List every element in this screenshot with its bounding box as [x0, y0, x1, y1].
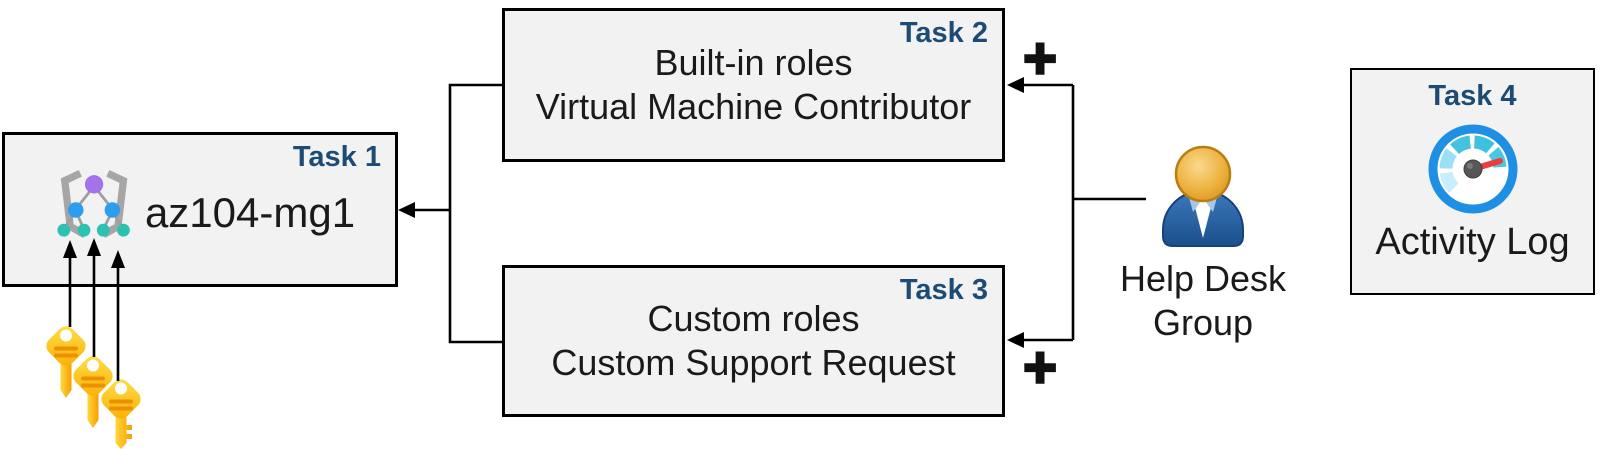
person-label-line1: Help Desk — [1119, 258, 1287, 299]
person-label: Help Desk Group — [1093, 257, 1313, 345]
task3-box: Task 3 Custom roles Custom Support Reque… — [502, 265, 1005, 417]
task1-content: az104-mg1 — [5, 135, 395, 284]
activity-log-gauge-icon — [1428, 124, 1517, 214]
task2-label: Task 2 — [899, 17, 988, 49]
task1-box: Task 1 — [2, 132, 398, 287]
plus-sign-task3: + — [1022, 333, 1058, 401]
task4-title: Activity Log — [1375, 221, 1570, 263]
task3-line2: Custom Support Request — [551, 342, 956, 383]
task2-line1: Built-in roles — [654, 42, 853, 83]
task4-box: Task 4 Activity Log — [1350, 68, 1595, 295]
task1-label: Task 1 — [292, 141, 381, 173]
task2-box: Task 2 Built-in roles Virtual Machine Co… — [502, 8, 1005, 162]
person-label-line2: Group — [1152, 302, 1254, 343]
task4-label: Task 4 — [1428, 80, 1517, 112]
task3-content: Custom roles Custom Support Request — [505, 268, 1002, 414]
connector-bracket — [448, 83, 505, 344]
keys-icon — [42, 322, 145, 449]
management-group-icon — [57, 169, 130, 238]
person-icon — [1162, 145, 1244, 247]
task2-line2: Virtual Machine Contributor — [535, 86, 972, 127]
task4-content: Task 4 Activity Log — [1352, 70, 1593, 293]
task2-content: Built-in roles Virtual Machine Contribut… — [505, 11, 1002, 159]
task3-label: Task 3 — [899, 274, 988, 306]
task1-title: az104-mg1 — [144, 188, 356, 236]
plus-sign-task2: + — [1022, 24, 1058, 92]
task3-line1: Custom roles — [647, 298, 860, 339]
connector-arrow-task1-head — [398, 202, 415, 218]
